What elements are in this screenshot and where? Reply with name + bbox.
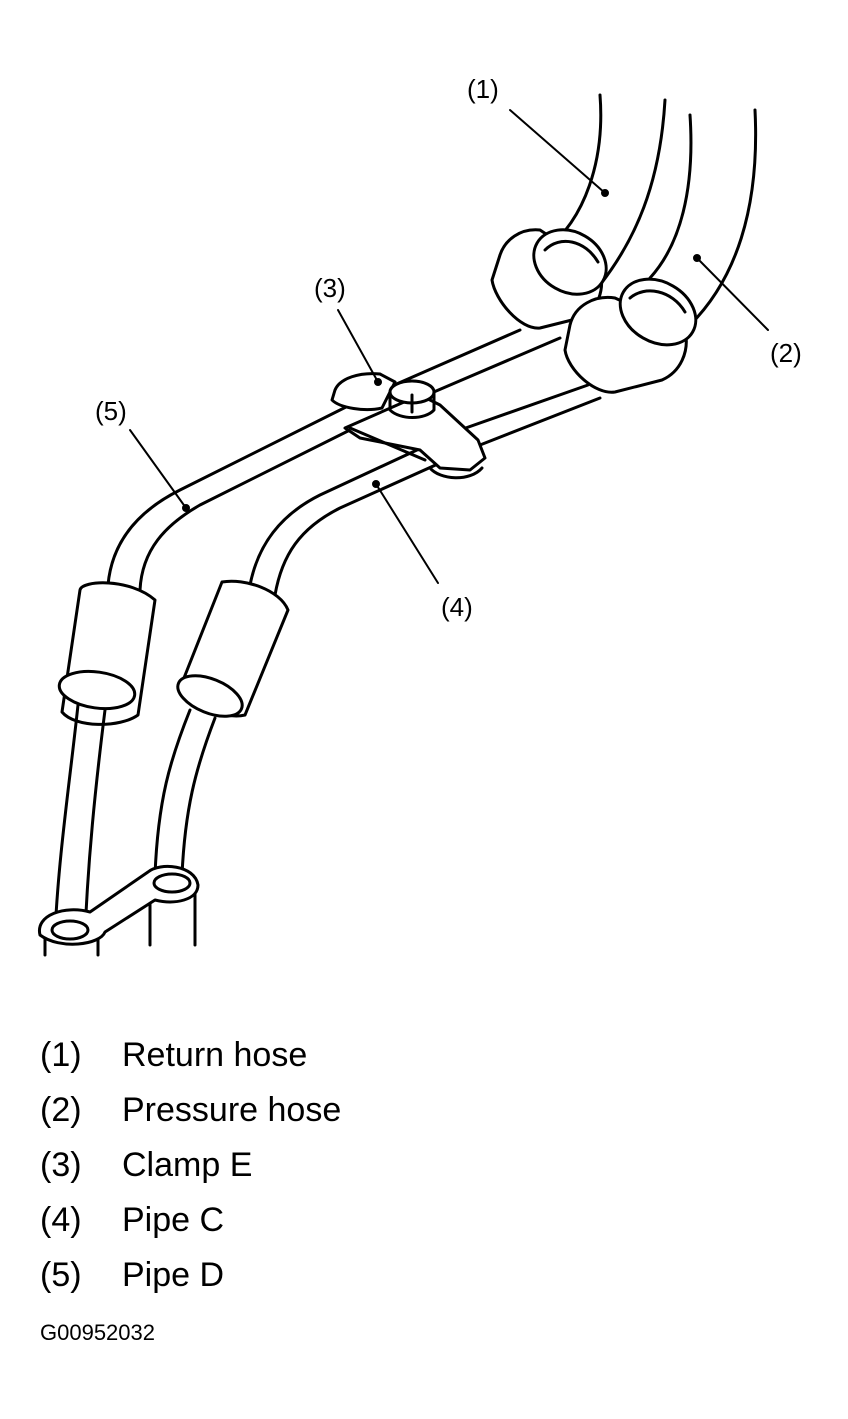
leader-line-2 — [696, 257, 769, 331]
lower-pipes — [43, 703, 217, 957]
leader-line-4 — [375, 483, 439, 584]
leader-line-3 — [337, 309, 379, 383]
leader-dot-3 — [374, 378, 382, 386]
legend-label: Return hose — [122, 1036, 308, 1074]
callout-5: (5) — [95, 396, 127, 426]
leader-dot-2 — [693, 254, 701, 262]
legend-num: (2) — [40, 1091, 82, 1129]
callout-2: (2) — [770, 338, 802, 368]
legend-num: (3) — [40, 1146, 82, 1184]
pressure-hose-fitting — [563, 277, 698, 394]
legend-row-2: (2) Pressure hose — [40, 1091, 341, 1146]
pipe-c — [248, 383, 602, 597]
legend-num: (1) — [40, 1036, 82, 1074]
legend-num: (4) — [40, 1201, 82, 1239]
callout-3: (3) — [314, 273, 346, 303]
legend-num: (5) — [40, 1256, 82, 1294]
pipe-c-lower-fitting — [176, 579, 290, 718]
legend-label: Pipe D — [122, 1256, 225, 1294]
leader-lines — [129, 109, 769, 584]
clamp-e — [330, 372, 487, 480]
callout-4: (4) — [441, 592, 473, 622]
legend: (1) Return hose (2) Pressure hose (3) Cl… — [40, 1036, 341, 1311]
leader-dot-5 — [182, 504, 190, 512]
callout-1: (1) — [467, 74, 499, 104]
leader-dot-4 — [372, 480, 380, 488]
legend-row-4: (4) Pipe C — [40, 1201, 341, 1256]
pipe-d-lower-fitting — [57, 581, 157, 726]
legend-label: Pipe C — [122, 1201, 225, 1239]
legend-row-1: (1) Return hose — [40, 1036, 341, 1091]
legend-label: Pressure hose — [122, 1091, 342, 1129]
pipe-d — [106, 328, 562, 592]
hose-pipe-diagram: (1) (2) (3) (4) (5) — [38, 74, 802, 957]
legend-row-5: (5) Pipe D — [40, 1256, 341, 1311]
legend-label: Clamp E — [122, 1146, 253, 1184]
leader-dot-1 — [601, 189, 609, 197]
figure-id: G00952032 — [40, 1320, 155, 1345]
bracket — [38, 864, 200, 946]
pressure-hose — [648, 108, 758, 327]
legend-row-3: (3) Clamp E — [40, 1146, 341, 1201]
leader-line-1 — [509, 109, 606, 194]
leader-line-5 — [129, 429, 187, 509]
